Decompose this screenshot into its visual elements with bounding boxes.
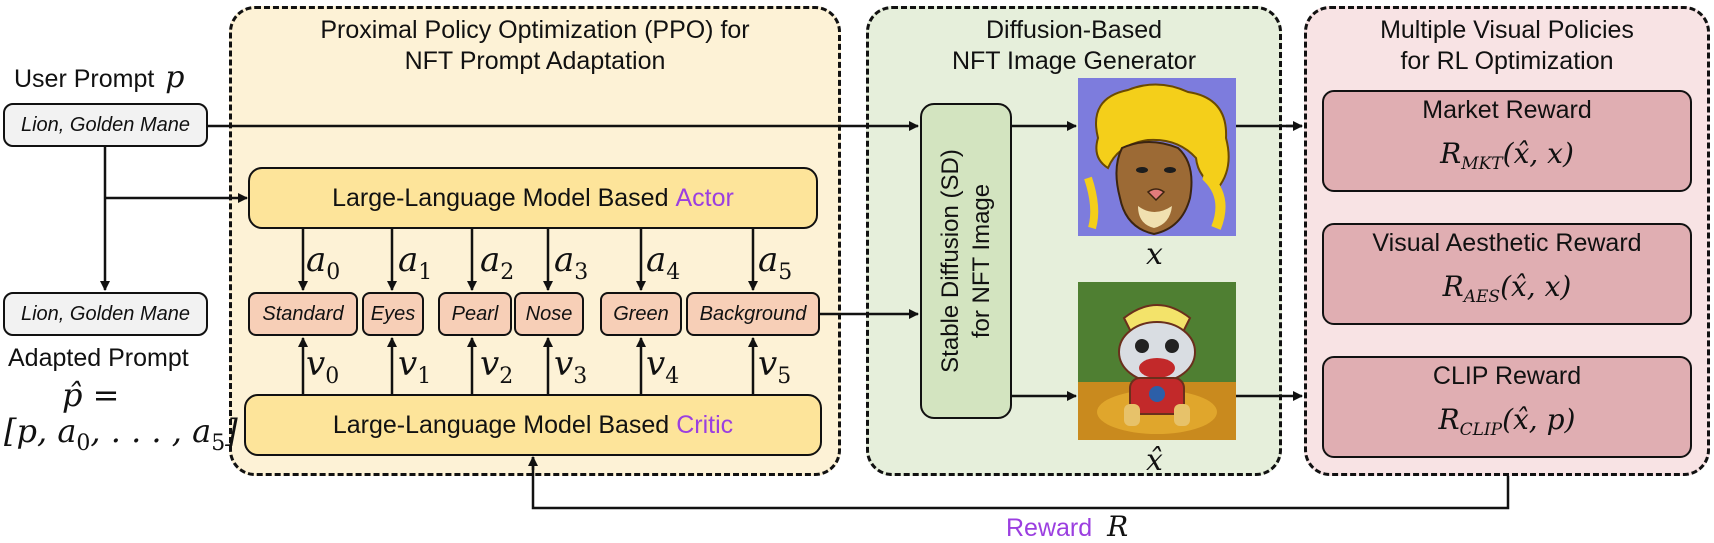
market-reward-box: Market Reward RMKT(x̂, x) <box>1322 90 1692 192</box>
reward-feedback-symbol: R <box>1107 510 1129 543</box>
user-prompt-label: User Prompt p <box>14 60 185 95</box>
rewards-title-line1: Multiple Visual Policies <box>1380 16 1634 44</box>
critic-box: Large-Language Model Based Critic <box>244 394 822 456</box>
critic-accent: Critic <box>676 410 734 439</box>
market-reward-formula: RMKT(x̂, x) <box>1440 137 1574 174</box>
image-xhat-label: x̂ <box>1146 443 1163 478</box>
action-symbol-1: a1 <box>398 240 433 285</box>
actor-accent: Actor <box>675 183 734 212</box>
critic-prefix: Large-Language Model Based <box>332 410 670 439</box>
token-pearl: Pearl <box>438 292 512 336</box>
reward-feedback-label: Reward R <box>1006 510 1128 543</box>
token-standard: Standard <box>248 292 358 336</box>
clip-reward-formula: RCLIP(x̂, p) <box>1438 403 1576 440</box>
market-reward-name: Market Reward <box>1422 96 1592 124</box>
adapted-prompt-label: Adapted Prompt <box>8 344 189 372</box>
stable-diffusion-box: Stable Diffusion (SD) for NFT Image <box>920 103 1012 419</box>
lion-dance-illustration <box>1078 282 1236 440</box>
value-symbol-3: v3 <box>554 344 588 389</box>
ppo-panel-title: Proximal Policy Optimization (PPO) for N… <box>232 15 838 77</box>
token-nose: Nose <box>514 292 584 336</box>
ppo-title-line1: Proximal Policy Optimization (PPO) for <box>320 16 750 44</box>
user-prompt-text: Lion, Golden Mane <box>20 113 190 136</box>
user-prompt-symbol: p <box>165 60 185 95</box>
token-background: Background <box>686 292 820 336</box>
ppo-title-line2: NFT Prompt Adaptation <box>404 47 666 75</box>
generated-image-xhat <box>1078 282 1236 440</box>
aesthetic-reward-formula: RAES(x̂, x) <box>1442 270 1572 307</box>
actor-prefix: Large-Language Model Based <box>332 183 669 212</box>
adapted-prompt-equation-line2: [p, a0, . . . , a5] <box>4 412 238 456</box>
adapted-prompt-text: Lion, Golden Mane <box>20 302 190 325</box>
token-green: Green <box>600 292 682 336</box>
generated-image-x <box>1078 78 1236 236</box>
reward-feedback-line <box>531 457 1510 510</box>
value-symbol-4: v4 <box>646 344 680 389</box>
action-symbol-3: a3 <box>554 240 589 285</box>
diffusion-title-line2: NFT Image Generator <box>951 47 1197 75</box>
actor-box: Large-Language Model Based Actor <box>248 167 818 229</box>
reward-feedback-word: Reward <box>1006 514 1093 542</box>
image-x-label: x <box>1146 237 1163 272</box>
value-symbol-0: v0 <box>306 344 340 389</box>
action-symbol-2: a2 <box>480 240 515 285</box>
diffusion-panel-title: Diffusion-Based NFT Image Generator <box>869 15 1279 77</box>
value-symbol-1: v1 <box>398 344 432 389</box>
user-prompt-box: Lion, Golden Mane <box>3 103 208 147</box>
adapted-prompt-equation-line1: p̂ = <box>62 376 120 414</box>
action-symbol-5: a5 <box>758 240 793 285</box>
adapted-prompt-box: Lion, Golden Mane <box>3 292 208 336</box>
rewards-title-line2: for RL Optimization <box>1400 47 1614 75</box>
rewards-panel-title: Multiple Visual Policies for RL Optimiza… <box>1307 15 1707 77</box>
token-eyes: Eyes <box>362 292 424 336</box>
value-symbol-2: v2 <box>480 344 514 389</box>
value-symbol-5: v5 <box>758 344 792 389</box>
aesthetic-reward-name: Visual Aesthetic Reward <box>1372 229 1642 257</box>
clip-reward-name: CLIP Reward <box>1432 362 1582 390</box>
lion-illustration <box>1078 78 1236 236</box>
action-symbol-4: a4 <box>646 240 681 285</box>
action-symbol-0: a0 <box>306 240 341 285</box>
clip-reward-box: CLIP Reward RCLIP(x̂, p) <box>1322 356 1692 458</box>
diffusion-title-line1: Diffusion-Based <box>985 16 1163 44</box>
stable-diffusion-label: Stable Diffusion (SD) for NFT Image <box>937 149 995 373</box>
aesthetic-reward-box: Visual Aesthetic Reward RAES(x̂, x) <box>1322 223 1692 325</box>
